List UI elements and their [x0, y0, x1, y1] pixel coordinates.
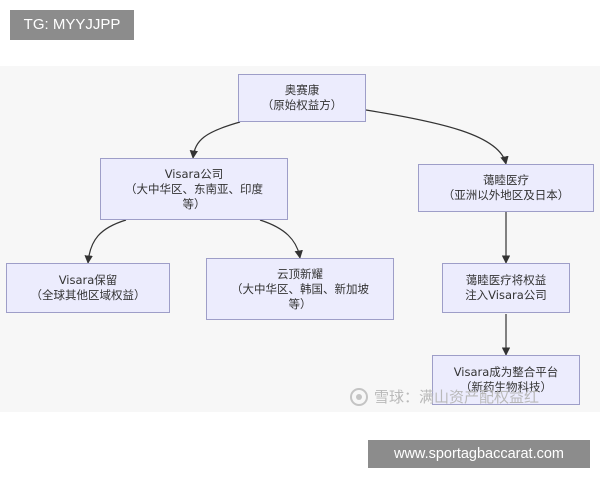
node-aosaikang: 奥赛康 （原始权益方）	[238, 74, 366, 122]
edge-aosaikang-visara	[189, 121, 241, 159]
node-visara-subtitle-cont: 等）	[182, 196, 206, 211]
node-yunding: 云顶新耀 （大中华区、韩国、新加坡 等）	[206, 258, 394, 320]
node-visara-subtitle: （大中华区、东南亚、印度	[125, 181, 263, 196]
node-platform: Visara成为整合平台 （新药生物科技）	[432, 355, 580, 405]
node-aisui-inject: 蔼睦医疗将权益 注入Visara公司	[442, 263, 570, 313]
node-visara-retain: Visara保留 （全球其他区域权益）	[6, 263, 170, 313]
site-url-label: www.sportagbaccarat.com	[368, 440, 590, 468]
edge-visara-retain	[84, 219, 127, 264]
node-aisui-inject-line2: 注入Visara公司	[465, 288, 547, 302]
node-platform-subtitle: （新药生物科技）	[460, 380, 552, 394]
node-yunding-title: 云顶新耀	[277, 266, 323, 281]
node-visara-title: Visara公司	[164, 166, 224, 181]
node-visara-retain-title: Visara保留	[58, 273, 118, 287]
node-platform-title: Visara成为整合平台	[453, 365, 559, 379]
node-aisui-title: 蔼睦医疗	[483, 173, 529, 187]
watermark-text: 雪球：满山资产配权益红	[374, 388, 540, 406]
node-aisui-inject-line1: 蔼睦医疗将权益	[465, 273, 547, 287]
node-visara-retain-subtitle: （全球其他区域权益）	[30, 288, 146, 302]
edge-visara-yunding	[259, 219, 303, 259]
edge-aosaikang-aisui	[365, 109, 509, 165]
diagram-canvas	[0, 66, 600, 412]
node-aisui: 蔼睦医疗 （亚洲以外地区及日本）	[418, 164, 594, 212]
node-yunding-subtitle: （大中华区、韩国、新加坡	[231, 281, 369, 296]
node-visara: Visara公司 （大中华区、东南亚、印度 等）	[100, 158, 288, 220]
node-aosaikang-title: 奥赛康	[284, 83, 320, 97]
node-yunding-subtitle-cont: 等）	[288, 296, 312, 311]
snowball-logo-icon	[350, 388, 368, 406]
tg-tag: TG: MYYJJPP	[10, 10, 134, 40]
node-aisui-subtitle: （亚洲以外地区及日本）	[442, 188, 570, 202]
node-aosaikang-subtitle: （原始权益方）	[261, 98, 343, 112]
xueqiu-watermark: 雪球：满山资产配权益红	[350, 384, 590, 410]
